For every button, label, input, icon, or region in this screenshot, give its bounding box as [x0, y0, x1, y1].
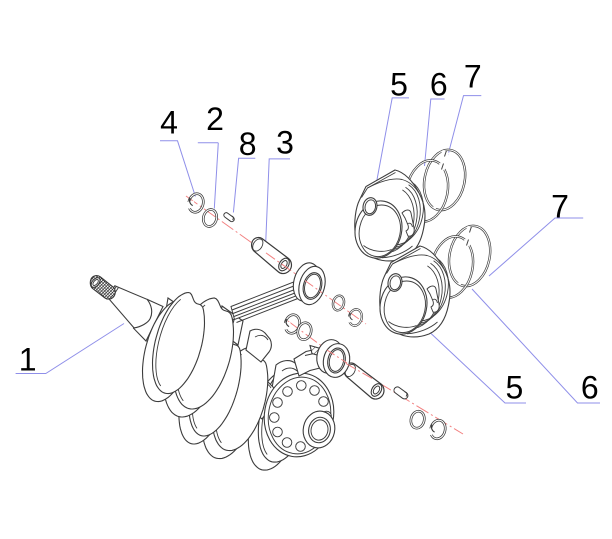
svg-text:6: 6	[430, 67, 448, 103]
svg-text:8: 8	[239, 126, 257, 162]
svg-text:4: 4	[160, 105, 178, 141]
svg-text:5: 5	[390, 67, 408, 103]
svg-text:1: 1	[19, 342, 37, 378]
svg-text:7: 7	[464, 59, 482, 95]
svg-text:6: 6	[581, 370, 599, 406]
svg-text:2: 2	[206, 101, 224, 137]
svg-text:5: 5	[506, 370, 524, 406]
svg-text:3: 3	[276, 125, 294, 161]
svg-text:7: 7	[551, 189, 569, 225]
